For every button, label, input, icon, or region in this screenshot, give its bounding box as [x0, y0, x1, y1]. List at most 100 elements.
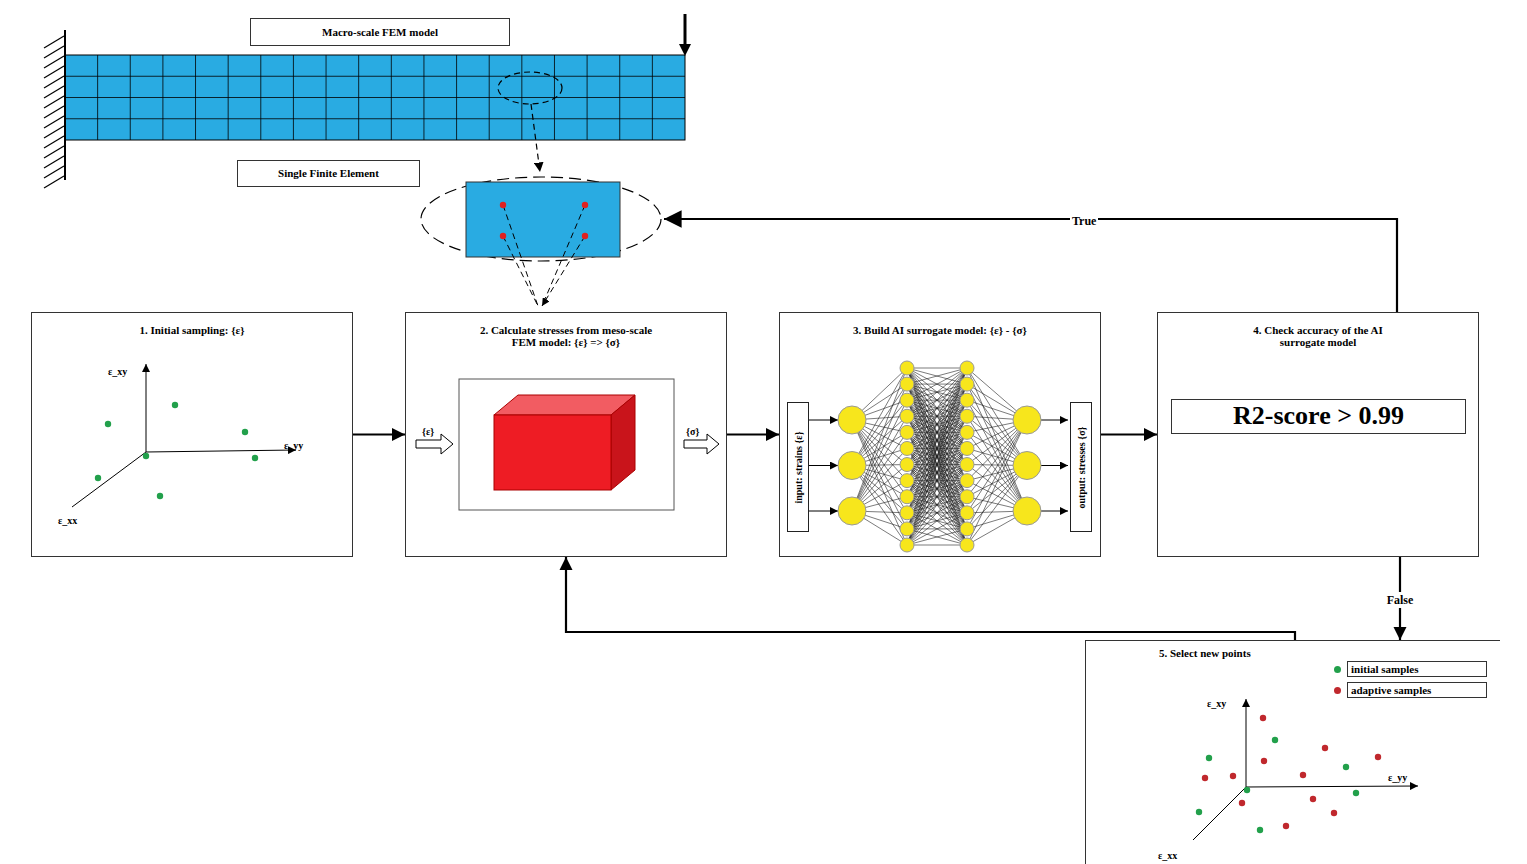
neural-network: [907, 384, 967, 545]
neural-network: [1013, 497, 1041, 525]
scatter-axes: [1193, 787, 1246, 840]
axis-label: ε_xx: [58, 510, 77, 528]
zoom-callout: [582, 233, 588, 239]
neural-network: [907, 368, 967, 545]
scatter-points: [95, 475, 101, 481]
neural-network: [960, 425, 974, 439]
wall-support: [44, 56, 64, 68]
legend-swatch: [1334, 687, 1341, 694]
scatter-points: [1283, 823, 1289, 829]
scatter-axes: [1246, 699, 1247, 787]
neural-network: [960, 458, 974, 472]
flow-arrow: [353, 433, 405, 435]
flow-arrow: [566, 557, 1295, 640]
node-text: Single Finite Element: [278, 167, 379, 179]
neural-network: [907, 432, 967, 545]
neural-network: [809, 361, 1068, 552]
branch-label: True: [1070, 211, 1098, 229]
zoom-callout: [498, 72, 562, 104]
legend: initial samples adaptive samples: [1334, 661, 1487, 703]
metric-box: R2-score > 0.99: [1171, 399, 1466, 434]
neural-network: [907, 368, 967, 545]
neural-network: [907, 481, 967, 545]
neural-network: [907, 368, 967, 497]
neural-network: [907, 497, 967, 545]
wall-support: [44, 136, 64, 148]
neural-network: [838, 452, 866, 480]
input-box: input: strains {ε}: [787, 402, 809, 532]
legend-text: adaptive samples: [1347, 682, 1487, 698]
neural-network: [907, 545, 967, 546]
neural-network: [907, 481, 967, 545]
scatter-points: [1257, 827, 1263, 833]
zoom-callout: [503, 205, 538, 306]
neural-network: [900, 441, 914, 455]
scatter-points: [143, 453, 149, 459]
zoom-callout: [421, 177, 661, 261]
process-box: 5. Select new points: [1085, 640, 1500, 864]
node-text: R2-score > 0.99: [1233, 402, 1404, 431]
wall-support: [44, 76, 64, 88]
neural-network: [1041, 420, 1068, 421]
neural-network: [900, 425, 914, 439]
scatter-axes: [146, 450, 296, 452]
scatter-points: [1322, 745, 1328, 751]
wall-support: [44, 96, 64, 108]
symbol-label: {ε}: [422, 426, 434, 437]
scatter-points: [105, 421, 111, 427]
edge-label: False: [1385, 592, 1416, 608]
output-box: output: stresses {σ}: [1070, 402, 1092, 532]
neural-network: [967, 420, 1027, 545]
symbol-label: {σ}: [686, 421, 699, 439]
scatter-axes: [72, 364, 1418, 840]
beam: [65, 97, 685, 98]
symbol-label: {σ}: [686, 426, 699, 437]
neural-network: [960, 409, 974, 423]
neural-network: [1013, 452, 1041, 480]
neural-network: [960, 538, 974, 552]
wall-support: [44, 30, 65, 188]
process-box: 1. Initial sampling: {ε}: [31, 312, 353, 557]
neural-network: [900, 361, 914, 375]
neural-network: [838, 497, 866, 525]
wall-support: [44, 146, 64, 158]
neural-network: [852, 368, 907, 511]
axis-label: ε_xy: [108, 366, 127, 377]
zoom-callout: [542, 205, 585, 306]
neural-network: [907, 368, 967, 432]
node-text: Macro-scale FEM model: [322, 26, 438, 38]
neural-network: [907, 368, 967, 465]
wall-support: [44, 86, 64, 98]
neural-network: [900, 377, 914, 391]
zoom-callout: [466, 182, 620, 257]
process-box: 2. Calculate stresses from meso-scale FE…: [405, 312, 727, 557]
axis-label: ε_xx: [1158, 845, 1177, 863]
process-box: input: strains {ε}output: stresses {σ}3.…: [779, 312, 1101, 557]
neural-network: [907, 368, 967, 432]
neural-network: [907, 400, 967, 545]
neural-network: [907, 448, 967, 545]
neural-network: [1013, 406, 1041, 434]
scatter-points: [1202, 775, 1208, 781]
legend-row: initial samples: [1334, 661, 1487, 677]
wall-support: [44, 66, 64, 78]
axis-label: ε_xy: [1207, 698, 1226, 709]
neural-network: [960, 441, 974, 455]
beam: [65, 76, 685, 77]
neural-network: [907, 448, 967, 545]
meso-model: [416, 379, 719, 510]
neural-network: [907, 368, 967, 497]
symbol-label: {ε}: [422, 421, 434, 439]
meso-model: [459, 379, 674, 510]
node-text: 5. Select new points: [1159, 647, 1251, 659]
neural-network: [907, 465, 967, 545]
wall-support: [44, 46, 64, 58]
neural-network: [960, 490, 974, 504]
node-text: output: stresses {σ}: [1076, 426, 1087, 508]
scatter-points: [1239, 800, 1245, 806]
flow-arrow: [1101, 433, 1157, 435]
neural-network: [809, 511, 838, 512]
node-text: 4. Check accuracy of the AI surrogate mo…: [1231, 324, 1406, 348]
